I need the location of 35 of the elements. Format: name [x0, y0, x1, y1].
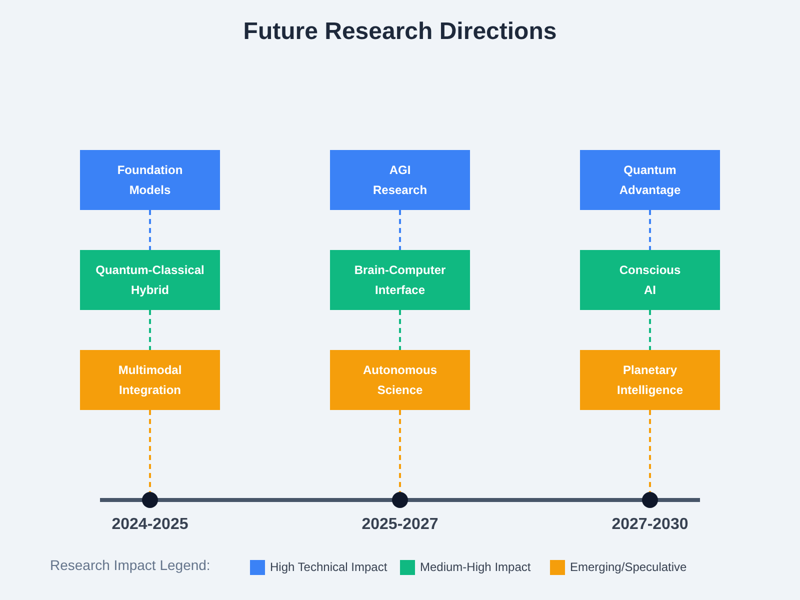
topic-label: Autonomous Science	[363, 362, 437, 399]
topic-label: Planetary Intelligence	[616, 362, 683, 399]
legend-text: Emerging/Speculative	[570, 559, 687, 575]
topic-box	[580, 150, 720, 210]
topic-label: Conscious AI	[619, 262, 681, 299]
topic-label: Quantum-Classical Hybrid	[94, 262, 206, 299]
topic-label: Brain-Computer Interface	[353, 262, 447, 299]
dashed-connector	[649, 210, 651, 250]
dashed-connector	[649, 310, 651, 350]
topic-label: Foundation Models	[117, 162, 183, 199]
dashed-connector	[149, 410, 151, 492]
legend-text: Medium-High Impact	[420, 559, 531, 575]
topic-label: AGI Research	[372, 162, 428, 199]
legend-title: Research Impact Legend:	[50, 556, 210, 575]
year-label: 2024-2025	[112, 515, 188, 535]
diagram-title: Future Research Directions	[243, 17, 557, 47]
topic-box	[80, 150, 220, 210]
year-label: 2025-2027	[362, 515, 438, 535]
topic-box	[330, 350, 470, 410]
dashed-connector	[149, 310, 151, 350]
dashed-connector	[399, 310, 401, 350]
topic-label: Quantum Advantage	[619, 162, 681, 199]
topic-box	[580, 250, 720, 310]
topic-box	[330, 150, 470, 210]
year-label: 2027-2030	[612, 515, 688, 535]
topic-box	[330, 250, 470, 310]
dashed-connector	[649, 410, 651, 492]
dashed-connector	[399, 410, 401, 492]
topic-box	[580, 350, 720, 410]
dashed-connector	[399, 210, 401, 250]
topic-box	[80, 350, 220, 410]
legend-text: High Technical Impact	[270, 559, 388, 575]
dashed-connector	[149, 210, 151, 250]
topic-box	[80, 250, 220, 310]
topic-label: Multimodal Integration	[118, 362, 182, 399]
